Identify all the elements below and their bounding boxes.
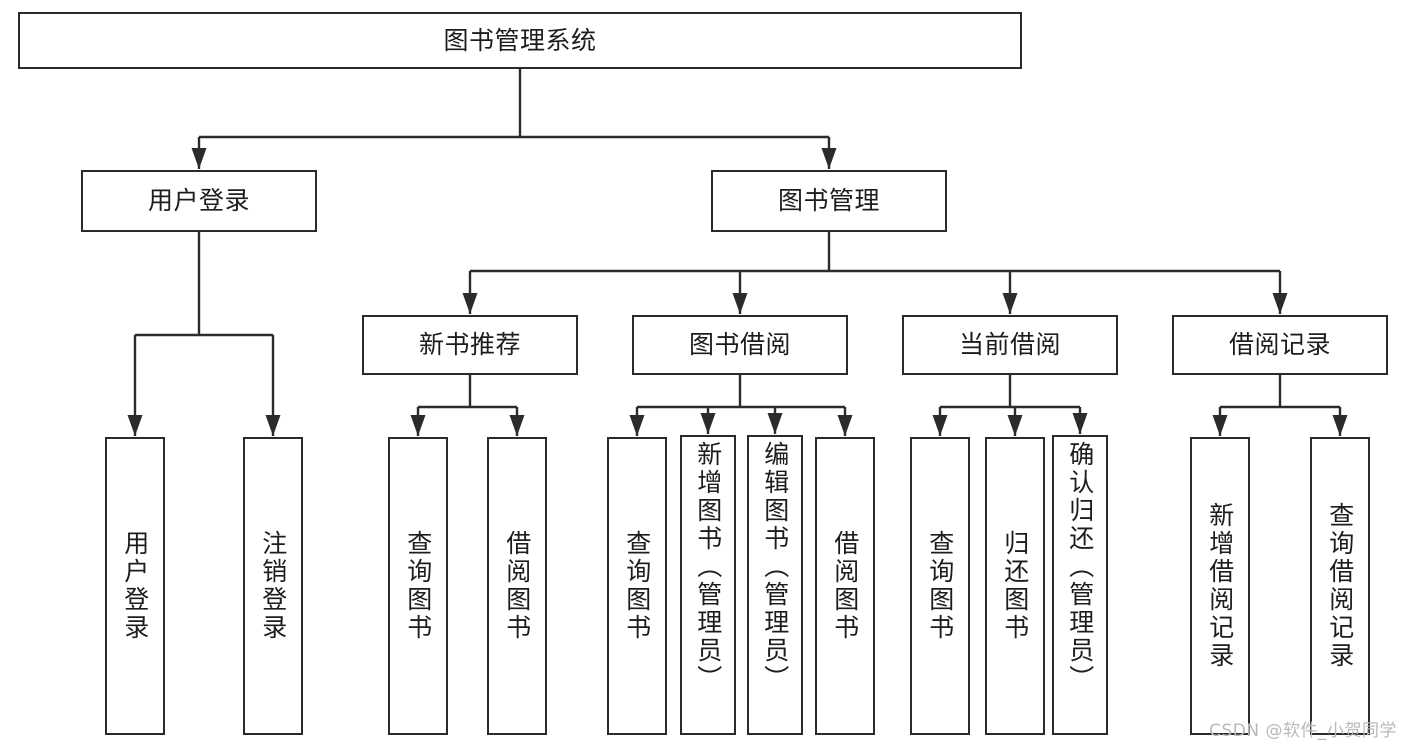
arrowhead-leaf-query-book-2 — [629, 415, 645, 436]
node-borrow-record[interactable]: 借阅记录 — [1172, 315, 1388, 375]
node-label-leaf-confirm-return-admin: 确认归还（管理员） — [1065, 441, 1095, 693]
arrowhead-leaf-add-record — [1212, 415, 1228, 436]
node-book-manage[interactable]: 图书管理 — [711, 170, 947, 232]
node-leaf-query-book-2[interactable]: 查询图书 — [607, 437, 667, 735]
node-label-leaf-query-book-3: 查询图书 — [925, 530, 955, 642]
arrowhead-leaf-query-record — [1332, 415, 1348, 436]
node-label-leaf-borrow-book-1: 借阅图书 — [502, 530, 532, 642]
node-label-book-borrow: 图书借阅 — [688, 330, 791, 360]
arrowhead-user-login — [191, 148, 207, 169]
node-label-leaf-borrow-book-2: 借阅图书 — [830, 530, 860, 642]
node-label-root: 图书管理系统 — [443, 25, 597, 55]
node-label-leaf-add-book-admin: 新增图书（管理员） — [693, 441, 723, 693]
node-leaf-add-record[interactable]: 新增借阅记录 — [1190, 437, 1250, 735]
node-leaf-query-book-3[interactable]: 查询图书 — [910, 437, 970, 735]
node-leaf-query-record[interactable]: 查询借阅记录 — [1310, 437, 1370, 735]
arrowhead-leaf-user-login — [127, 415, 143, 436]
node-book-borrow[interactable]: 图书借阅 — [632, 315, 848, 375]
arrowhead-borrow-record — [1272, 293, 1288, 314]
watermark: CSDN @软件_小贺同学 — [1209, 721, 1397, 741]
node-leaf-add-book-admin[interactable]: 新增图书（管理员） — [680, 435, 736, 735]
node-label-leaf-logout: 注销登录 — [258, 530, 288, 642]
arrowhead-book-borrow — [732, 293, 748, 314]
arrowhead-leaf-borrow-book-2 — [837, 415, 853, 436]
arrowhead-leaf-edit-book-admin — [767, 413, 783, 434]
node-label-leaf-add-record: 新增借阅记录 — [1205, 502, 1235, 670]
node-root[interactable]: 图书管理系统 — [18, 12, 1022, 69]
arrowhead-leaf-borrow-book-1 — [509, 415, 525, 436]
node-label-current-borrow: 当前借阅 — [958, 330, 1061, 360]
arrowhead-book-manage — [821, 148, 837, 169]
arrowhead-leaf-query-book-3 — [932, 415, 948, 436]
node-label-new-book-rec: 新书推荐 — [418, 330, 521, 360]
node-label-leaf-edit-book-admin: 编辑图书（管理员） — [760, 441, 790, 693]
node-leaf-logout[interactable]: 注销登录 — [243, 437, 303, 735]
node-label-leaf-query-book-1: 查询图书 — [403, 530, 433, 642]
arrowhead-leaf-query-book-1 — [410, 415, 426, 436]
node-leaf-borrow-book-2[interactable]: 借阅图书 — [815, 437, 875, 735]
node-label-leaf-query-book-2: 查询图书 — [622, 530, 652, 642]
arrowhead-leaf-add-book-admin — [700, 413, 716, 434]
node-label-leaf-return-book: 归还图书 — [1000, 530, 1030, 642]
node-label-book-manage: 图书管理 — [777, 186, 880, 216]
arrowhead-current-borrow — [1002, 293, 1018, 314]
node-new-book-rec[interactable]: 新书推荐 — [362, 315, 578, 375]
node-label-borrow-record: 借阅记录 — [1228, 330, 1331, 360]
node-leaf-user-login[interactable]: 用户登录 — [105, 437, 165, 735]
node-label-user-login: 用户登录 — [147, 186, 250, 216]
arrowhead-leaf-return-book — [1007, 415, 1023, 436]
arrowhead-leaf-logout — [265, 415, 281, 436]
node-label-leaf-query-record: 查询借阅记录 — [1325, 502, 1355, 670]
node-leaf-query-book-1[interactable]: 查询图书 — [388, 437, 448, 735]
node-current-borrow[interactable]: 当前借阅 — [902, 315, 1118, 375]
arrowhead-new-book-rec — [462, 293, 478, 314]
node-user-login[interactable]: 用户登录 — [81, 170, 317, 232]
node-leaf-borrow-book-1[interactable]: 借阅图书 — [487, 437, 547, 735]
node-label-leaf-user-login: 用户登录 — [120, 530, 150, 642]
node-leaf-return-book[interactable]: 归还图书 — [985, 437, 1045, 735]
node-leaf-edit-book-admin[interactable]: 编辑图书（管理员） — [747, 435, 803, 735]
arrowhead-leaf-confirm-return-admin — [1072, 413, 1088, 434]
node-leaf-confirm-return-admin[interactable]: 确认归还（管理员） — [1052, 435, 1108, 735]
